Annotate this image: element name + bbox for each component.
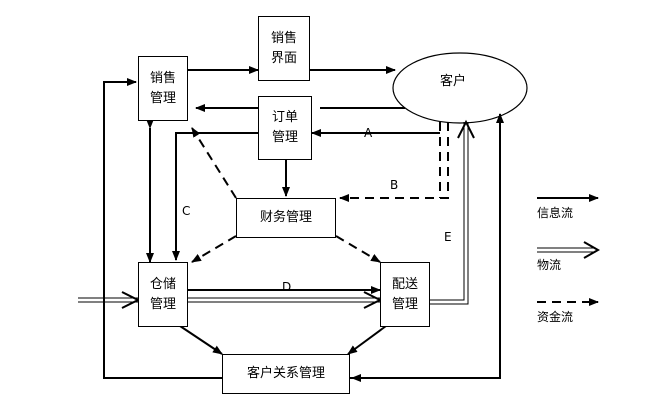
edge-label-b: B — [390, 178, 399, 192]
node-finance-management: 财务管理 — [236, 198, 336, 238]
edge-warehouse-to-delivery-mat-head — [363, 291, 383, 309]
node-customer-label: 客户 — [440, 74, 467, 89]
edge-delivery-to-crm — [347, 325, 387, 355]
legend-material-flow-label: 物流 — [537, 258, 562, 272]
node-sales-management: 销售 管理 — [138, 56, 188, 121]
node-delivery-management: 配送 管理 — [380, 262, 430, 327]
edge-delivery-to-customer-mat-a — [430, 122, 465, 301]
edge-warehouse-to-crm — [179, 325, 223, 355]
edge-finance-to-sales-capital — [191, 127, 237, 199]
edge-delivery-to-customer-mat-head — [457, 119, 475, 139]
node-order-management-line1: 订单 — [271, 110, 298, 125]
node-delivery-management-line1: 配送 — [391, 276, 418, 292]
legend-info-flow-label: 信息流 — [537, 206, 574, 220]
edge-finance-to-warehouse — [191, 235, 237, 263]
edge-order-to-warehouse — [172, 132, 258, 261]
node-order-management-line2: 管理 — [271, 130, 298, 145]
node-sales-interface-line2: 界面 — [270, 50, 297, 66]
legend-capital-flow-label: 资金流 — [537, 310, 574, 324]
edge-inbound-material-head — [121, 291, 141, 309]
edge-label-a: A — [364, 126, 373, 140]
node-sales-management-line1: 销售 — [149, 70, 176, 86]
node-sales-interface: 销售 界面 — [258, 16, 310, 81]
edge-customer-to-finance-b — [339, 122, 449, 202]
edge-crm-to-customer — [350, 113, 504, 379]
node-finance-management-label: 财务管理 — [259, 210, 312, 225]
node-order-management: 订单 管理 — [258, 96, 312, 160]
node-sales-management-line2: 管理 — [149, 90, 176, 106]
node-crm-label: 客户关系管理 — [246, 366, 325, 381]
legend-material-head — [583, 241, 601, 259]
edge-crm-to-sales — [103, 78, 222, 379]
node-warehouse-management-line1: 仓储 — [149, 276, 176, 292]
edge-label-d: D — [282, 280, 292, 294]
edge-finance-to-delivery — [335, 235, 381, 263]
node-crm: 客户关系管理 — [222, 354, 350, 394]
edge-label-c: C — [182, 204, 191, 218]
node-warehouse-management-line2: 管理 — [149, 296, 176, 312]
edge-delivery-to-customer-mat-b — [430, 122, 469, 305]
node-sales-interface-line1: 销售 — [270, 30, 297, 46]
customer-ellipse — [392, 52, 528, 124]
edge-label-e: E — [444, 230, 452, 244]
node-delivery-management-line2: 管理 — [391, 296, 418, 312]
node-warehouse-management: 仓储 管理 — [138, 262, 188, 327]
